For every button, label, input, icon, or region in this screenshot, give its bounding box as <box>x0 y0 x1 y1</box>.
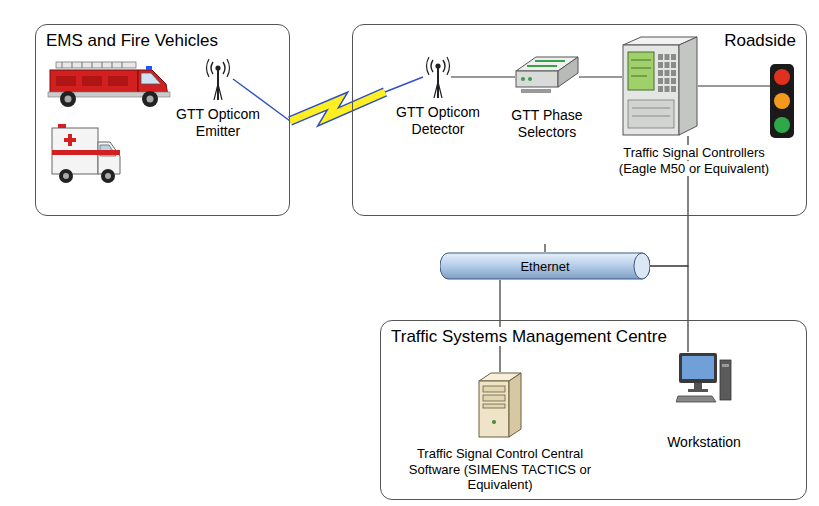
device-label: GTT Opticom Emitter <box>163 106 273 140</box>
device-label: Workstation <box>649 434 759 451</box>
group-heading: EMS and Fire Vehicles <box>44 31 220 51</box>
device-label-text: GTT Opticom Detector <box>396 104 480 137</box>
controller-icon <box>622 36 698 136</box>
device-label-text: Traffic Signal Control Central Software … <box>409 446 591 492</box>
group-heading-text: Roadside <box>722 31 798 50</box>
workstation-computer: Workstation <box>676 352 732 404</box>
device-label-text: Workstation <box>667 434 741 450</box>
wireless-link <box>233 77 423 121</box>
device-label-text: GTT Opticom Emitter <box>176 106 260 139</box>
management-centre-group: Traffic Systems Management CentreTraffic… <box>380 320 807 500</box>
signal-controller: Traffic Signal Controllers (Eagle M50 or… <box>622 36 698 136</box>
antenna-icon <box>205 58 231 100</box>
server-icon <box>478 372 522 438</box>
device-label: GTT Opticom Detector <box>388 104 488 138</box>
device-label-text: GTT Phase Selectors <box>511 107 582 140</box>
fire-truck-illustration <box>48 62 170 107</box>
bus-label: Ethernet <box>520 259 569 274</box>
device-label: GTT Phase Selectors <box>502 107 592 141</box>
roadside-group: RoadsideGTT Opticom DetectorGTT Phase Se… <box>352 24 807 216</box>
group-heading-text: Traffic Systems Management Centre <box>389 327 669 346</box>
workstation-icon <box>676 352 732 404</box>
device-label: Traffic Signal Control Central Software … <box>395 446 605 493</box>
bus-tick <box>544 244 545 252</box>
device-label: Traffic Signal Controllers (Eagle M50 or… <box>606 145 782 176</box>
device-label-text: Traffic Signal Controllers (Eagle M50 or… <box>619 145 769 176</box>
traffic-light <box>770 64 794 138</box>
antenna-icon <box>425 56 451 98</box>
connector <box>451 77 515 78</box>
signal-wire <box>698 85 770 86</box>
group-heading: Traffic Systems Management Centre <box>389 327 669 347</box>
emitter-antenna: GTT Opticom Emitter <box>205 58 231 100</box>
central-server: Traffic Signal Control Central Software … <box>478 372 522 438</box>
connector <box>579 77 622 78</box>
connector <box>500 280 501 372</box>
vehicle-group: EMS and Fire VehiclesGTT Opticom Emitter <box>35 24 290 216</box>
ethernet-bus: Ethernet <box>440 252 650 280</box>
selector-icon <box>515 55 579 99</box>
group-heading-text: EMS and Fire Vehicles <box>44 31 220 50</box>
phase-selector: GTT Phase Selectors <box>515 55 579 99</box>
group-heading: Roadside <box>722 31 798 51</box>
ambulance-illustration <box>52 124 120 183</box>
detector-antenna: GTT Opticom Detector <box>425 56 451 98</box>
